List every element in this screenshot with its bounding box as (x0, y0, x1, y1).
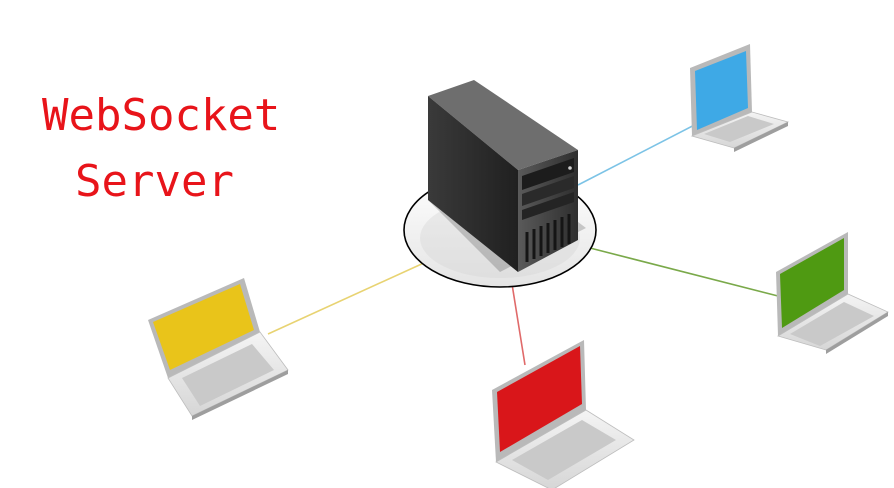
laptop-blue (690, 44, 790, 152)
laptop-icon (492, 340, 635, 488)
title-line-websocket: WebSocket (42, 90, 281, 141)
link-yellow (267, 261, 427, 335)
laptop-yellow (148, 278, 289, 420)
laptop-icon (148, 278, 289, 420)
laptop-red (492, 340, 635, 488)
link-red (511, 283, 526, 366)
laptop-green (776, 232, 889, 354)
link-green (589, 247, 779, 297)
server-tower-icon (428, 80, 586, 272)
link-blue (577, 117, 709, 186)
laptop-icon (690, 44, 790, 152)
laptop-icon (776, 232, 889, 354)
title-line-server: Server (75, 156, 234, 207)
